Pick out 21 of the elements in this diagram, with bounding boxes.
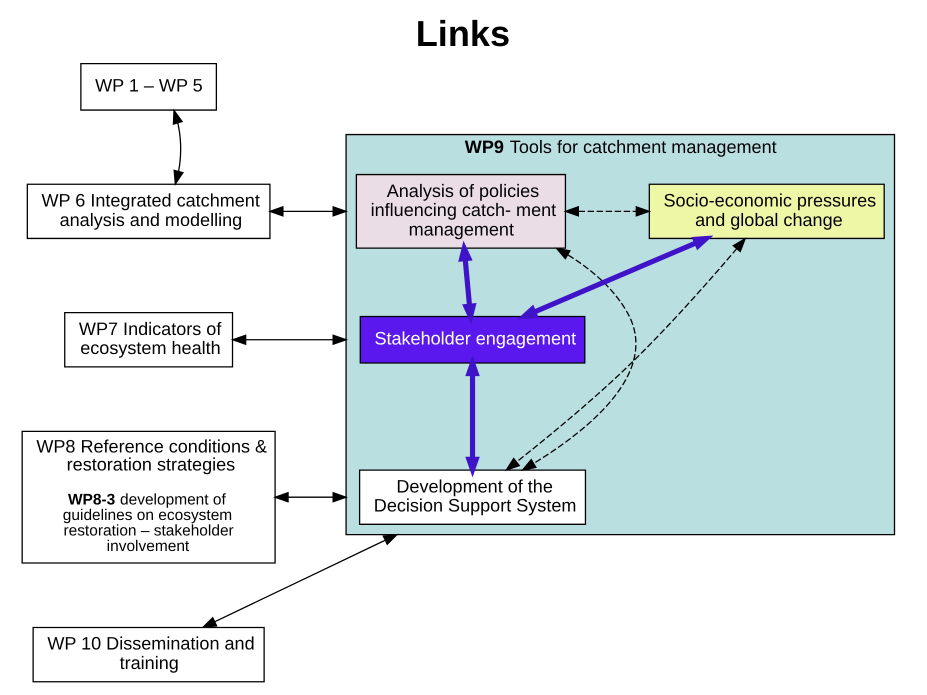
arrow: [504, 237, 746, 472]
arrow: [273, 492, 348, 503]
node-box: WP 1 – WP 5: [80, 62, 218, 111]
arrow: [172, 108, 184, 186]
arrow: [520, 247, 636, 472]
arrow: [268, 206, 348, 217]
node-box: Socio-economic pressures and global change: [648, 184, 885, 240]
arrow: [465, 355, 480, 478]
arrow: [201, 534, 399, 628]
arrow: [458, 240, 477, 324]
node-box: WP8 Reference conditions & restoration strategies WP8-3 development of guidelines on ecosystem restoration – stakeholder involvement: [22, 430, 276, 564]
node-box: WP 10 Dissemination and training: [32, 626, 265, 682]
node-box: Development of the Decision Support System: [358, 469, 586, 525]
node-box: WP 6 Integrated catchment analysis and modelling: [26, 184, 271, 240]
node-box: WP7 Indicators of ecosystem health: [64, 312, 234, 368]
diagram-title: Links: [416, 13, 510, 54]
arrow: [230, 334, 348, 346]
arrow: [517, 236, 714, 320]
arrow: [564, 206, 652, 217]
node-box: Stakeholder engagement: [360, 316, 586, 364]
node-box: Analysis of policies influencing catch- ment management: [356, 174, 566, 249]
